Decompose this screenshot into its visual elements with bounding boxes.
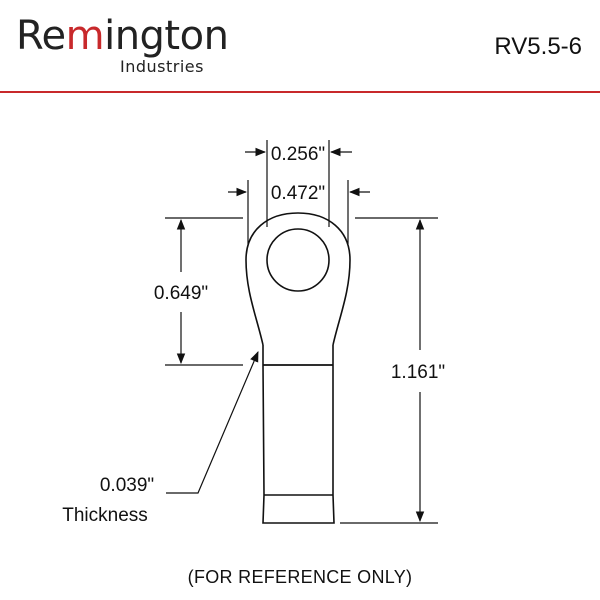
brand-suffix: ington [104,13,229,59]
dim-ring-length-label: 0.649" [154,283,208,304]
thickness-value-label: 0.039" [100,475,154,496]
dim-overall-length-label: 1.161" [391,362,445,383]
reference-note: (FOR REFERENCE ONLY) [187,567,413,587]
brand-subtitle: Industries [120,57,204,76]
thickness-caption: Thickness [62,505,148,526]
dim-ring-width-label: 0.472" [271,183,325,204]
header-divider [0,91,600,93]
brand-wordmark: Remington [16,13,229,59]
brand-accent-letter: m [65,13,105,59]
part-number: RV5.5-6 [494,33,582,60]
insulated-barrel [262,345,335,524]
dim-stud-label: 0.256" [271,144,325,165]
brand-logo: Remington Industries [16,13,229,76]
stud-hole [266,228,330,292]
thickness-leader [166,351,259,494]
ring-terminal-outline [245,212,351,346]
brand-prefix: Re [16,13,66,59]
